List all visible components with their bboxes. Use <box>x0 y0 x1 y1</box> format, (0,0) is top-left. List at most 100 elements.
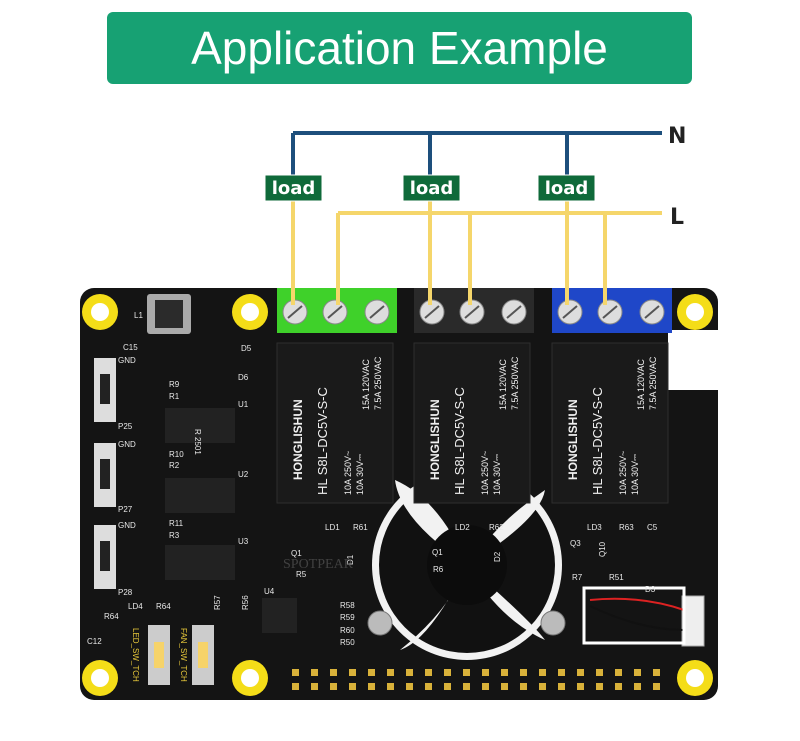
relay-rating1: 15A 120VAC <box>498 359 508 410</box>
load-label: load <box>545 178 589 199</box>
relay-brand: HONGLISHUN <box>428 399 442 480</box>
header-pin <box>406 683 413 690</box>
svg-text:R64: R64 <box>156 602 171 611</box>
svg-text:R58: R58 <box>340 601 355 610</box>
header-pin <box>387 669 394 676</box>
header-pin <box>501 669 508 676</box>
slide-switches <box>94 358 116 589</box>
svg-text:R64: R64 <box>104 612 119 621</box>
svg-text:C12: C12 <box>87 637 102 646</box>
svg-text:C5: C5 <box>647 523 658 532</box>
svg-text:R1: R1 <box>169 392 180 401</box>
load-box: load <box>402 174 461 202</box>
header-pin <box>368 683 375 690</box>
banner: Application Example <box>107 12 692 84</box>
header-pin <box>596 683 603 690</box>
header-pin <box>425 683 432 690</box>
relay-model: HL S8L-DC5V-S-C <box>315 387 330 495</box>
silkscreen-labels: C15 D5 D6 GND P25 GND P27 GND P28 R9 R1 … <box>87 343 658 682</box>
relay-rating4: 10A 30V⎓ <box>630 454 640 495</box>
neutral-wire <box>291 131 662 176</box>
header-pin <box>615 683 622 690</box>
live-wire <box>291 200 662 305</box>
header-pin <box>292 683 299 690</box>
svg-text:FAN_SW_TCH: FAN_SW_TCH <box>179 628 188 682</box>
svg-text:D5: D5 <box>241 344 252 353</box>
cooling-fan <box>372 470 562 660</box>
svg-text:GND: GND <box>118 521 136 530</box>
relay-brand: HONGLISHUN <box>291 399 305 480</box>
svg-text:R51: R51 <box>609 573 624 582</box>
svg-text:U4: U4 <box>264 587 275 596</box>
relay-rating3: 10A 250V~ <box>618 451 628 495</box>
relay-rating1: 15A 120VAC <box>636 359 646 410</box>
header-pin <box>634 669 641 676</box>
header-pin <box>463 669 470 676</box>
header-pin <box>387 683 394 690</box>
header-pin <box>634 683 641 690</box>
header-pin <box>463 683 470 690</box>
header-pin <box>444 669 451 676</box>
header-pin <box>539 683 546 690</box>
header-pin <box>653 669 660 676</box>
svg-text:P27: P27 <box>118 505 133 514</box>
svg-text:Q3: Q3 <box>570 539 581 548</box>
header-pin <box>615 669 622 676</box>
svg-text:D1: D1 <box>346 554 355 565</box>
fan-connector <box>681 595 705 647</box>
svg-text:R57: R57 <box>213 595 222 610</box>
header-pin <box>653 683 660 690</box>
load-label: load <box>410 178 454 199</box>
header-pin <box>311 669 318 676</box>
relay-rating3: 10A 250V~ <box>343 451 353 495</box>
header-pin <box>520 683 527 690</box>
relay-rating1: 15A 120VAC <box>361 359 371 410</box>
header-pin <box>577 669 584 676</box>
svg-text:R63: R63 <box>619 523 634 532</box>
header-pin <box>539 669 546 676</box>
header-pin <box>520 669 527 676</box>
svg-text:LD2: LD2 <box>455 523 470 532</box>
svg-text:U1: U1 <box>238 400 249 409</box>
svg-text:R5: R5 <box>296 570 307 579</box>
svg-text:GND: GND <box>118 440 136 449</box>
svg-text:R61: R61 <box>353 523 368 532</box>
header-pin <box>330 669 337 676</box>
header-pin <box>406 669 413 676</box>
header-pin <box>349 683 356 690</box>
svg-text:R59: R59 <box>340 613 355 622</box>
svg-text:R 2501: R 2501 <box>193 429 202 455</box>
header-pin <box>501 683 508 690</box>
optocouplers <box>165 408 297 633</box>
header-pin <box>482 669 489 676</box>
relay-rating2: 7.5A 250VAC <box>373 356 383 410</box>
svg-text:LD1: LD1 <box>325 523 340 532</box>
svg-text:R10: R10 <box>169 450 184 459</box>
svg-text:Q10: Q10 <box>598 541 607 557</box>
relay-model: HL S8L-DC5V-S-C <box>452 387 467 495</box>
load-box: load <box>537 174 596 202</box>
svg-text:Q1: Q1 <box>432 548 443 557</box>
standoff-screw <box>540 610 566 636</box>
svg-text:R60: R60 <box>340 626 355 635</box>
svg-text:D3: D3 <box>645 585 656 594</box>
header-pin <box>444 683 451 690</box>
header-pin <box>558 669 565 676</box>
svg-text:LED_SW_TCH: LED_SW_TCH <box>131 628 140 682</box>
svg-text:R11: R11 <box>169 519 184 528</box>
svg-text:R3: R3 <box>169 531 180 540</box>
banner-title: Application Example <box>191 22 608 74</box>
svg-text:D2: D2 <box>493 551 502 562</box>
header-pin <box>330 683 337 690</box>
svg-text:R6: R6 <box>433 565 444 574</box>
svg-text:U2: U2 <box>238 470 249 479</box>
svg-text:GND: GND <box>118 356 136 365</box>
gpio-header <box>292 669 660 690</box>
svg-text:C15: C15 <box>123 343 138 352</box>
header-pin <box>577 683 584 690</box>
svg-text:R2: R2 <box>169 461 180 470</box>
